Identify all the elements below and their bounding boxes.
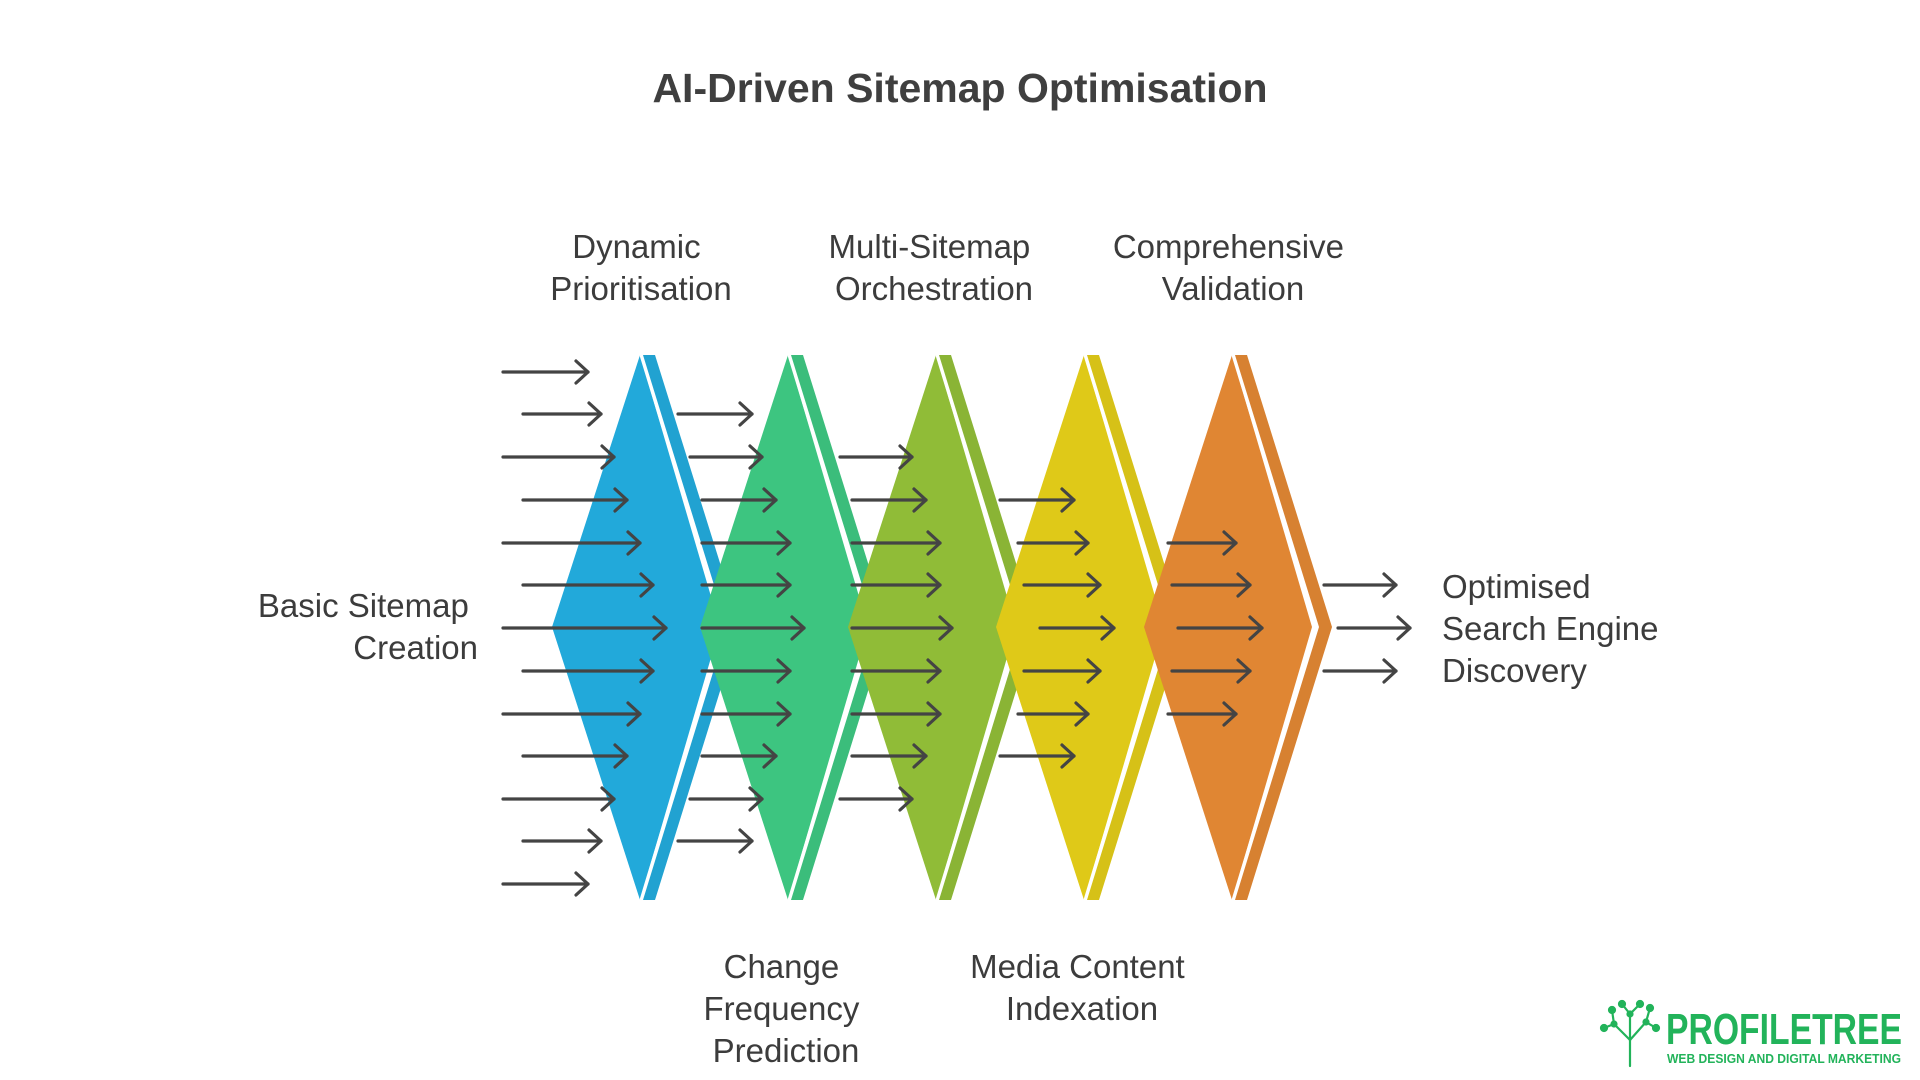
flow-arrow (501, 786, 616, 812)
flow-arrow (850, 530, 942, 556)
input-label: Basic Sitemap Creation (258, 587, 478, 666)
flow-arrow (521, 401, 603, 427)
flow-arrow (688, 786, 764, 812)
profiletree-logo: PROFILETREE WEB DESIGN AND DIGITAL MARKE… (1599, 999, 1902, 1068)
flow-arrow (700, 743, 778, 769)
input-label-line: Basic Sitemap (258, 587, 469, 624)
flow-arrow (838, 444, 914, 470)
flow-arrows (501, 359, 1412, 897)
flow-arrow (676, 401, 754, 427)
flow-arrow (1038, 615, 1116, 641)
flow-arrow (850, 487, 928, 513)
flow-arrow (501, 701, 642, 727)
input-label-line: Creation (353, 629, 478, 666)
logo-wordmark: PROFILETREE (1666, 1005, 1902, 1054)
flow-arrow (1016, 701, 1090, 727)
flow-arrow (1166, 701, 1238, 727)
stage-separator (1231, 354, 1318, 901)
flow-arrow (1166, 530, 1238, 556)
flow-arrow (1322, 572, 1398, 598)
flow-arrow (700, 572, 792, 598)
flow-arrow (521, 658, 655, 684)
tree-icon (1599, 999, 1661, 1068)
flow-arrow (850, 615, 954, 641)
flow-arrow (700, 530, 792, 556)
flow-arrow (1176, 615, 1264, 641)
flow-arrow (1022, 658, 1102, 684)
stage-label-change-frequency-prediction: Change Frequency Prediction (703, 948, 868, 1069)
flow-arrow (1322, 658, 1398, 684)
stage-label-media-content-indexation: Media Content Indexation (970, 948, 1194, 1027)
flow-arrow (838, 786, 914, 812)
flow-arrow (676, 828, 754, 854)
stage-label-dynamic-prioritisation: Dynamic Prioritisation (550, 228, 732, 307)
flow-arrow (700, 615, 806, 641)
stage-label-comprehensive-validation: Comprehensive Validation (1113, 228, 1353, 307)
flow-arrow (1336, 615, 1412, 641)
flow-arrow (1170, 572, 1252, 598)
flow-arrow (501, 871, 590, 897)
flow-arrow (688, 444, 764, 470)
flow-arrow (501, 615, 668, 641)
stage-label-multi-sitemap-orchestration: Multi-Sitemap Orchestration (829, 228, 1040, 307)
flow-arrow (998, 487, 1076, 513)
flow-arrow (1016, 530, 1090, 556)
flow-arrow (501, 444, 616, 470)
output-label: Optimised Search Engine Discovery (1442, 568, 1668, 689)
flow-arrow (850, 743, 928, 769)
flow-arrow (700, 487, 778, 513)
flow-arrow (700, 701, 792, 727)
flow-arrow (1170, 658, 1252, 684)
flow-arrow (521, 828, 603, 854)
logo-tagline: WEB DESIGN AND DIGITAL MARKETING (1667, 1052, 1901, 1066)
flow-arrow (1022, 572, 1102, 598)
flow-arrow (850, 701, 942, 727)
flow-arrow (521, 572, 655, 598)
flow-arrow (850, 658, 942, 684)
flow-arrow (700, 658, 792, 684)
flow-arrow (521, 743, 629, 769)
flow-arrow (501, 530, 642, 556)
flow-arrow (521, 487, 629, 513)
diagram-title: AI-Driven Sitemap Optimisation (652, 65, 1267, 111)
flow-arrow (501, 359, 590, 385)
flow-arrow (850, 572, 942, 598)
flow-arrow (998, 743, 1076, 769)
